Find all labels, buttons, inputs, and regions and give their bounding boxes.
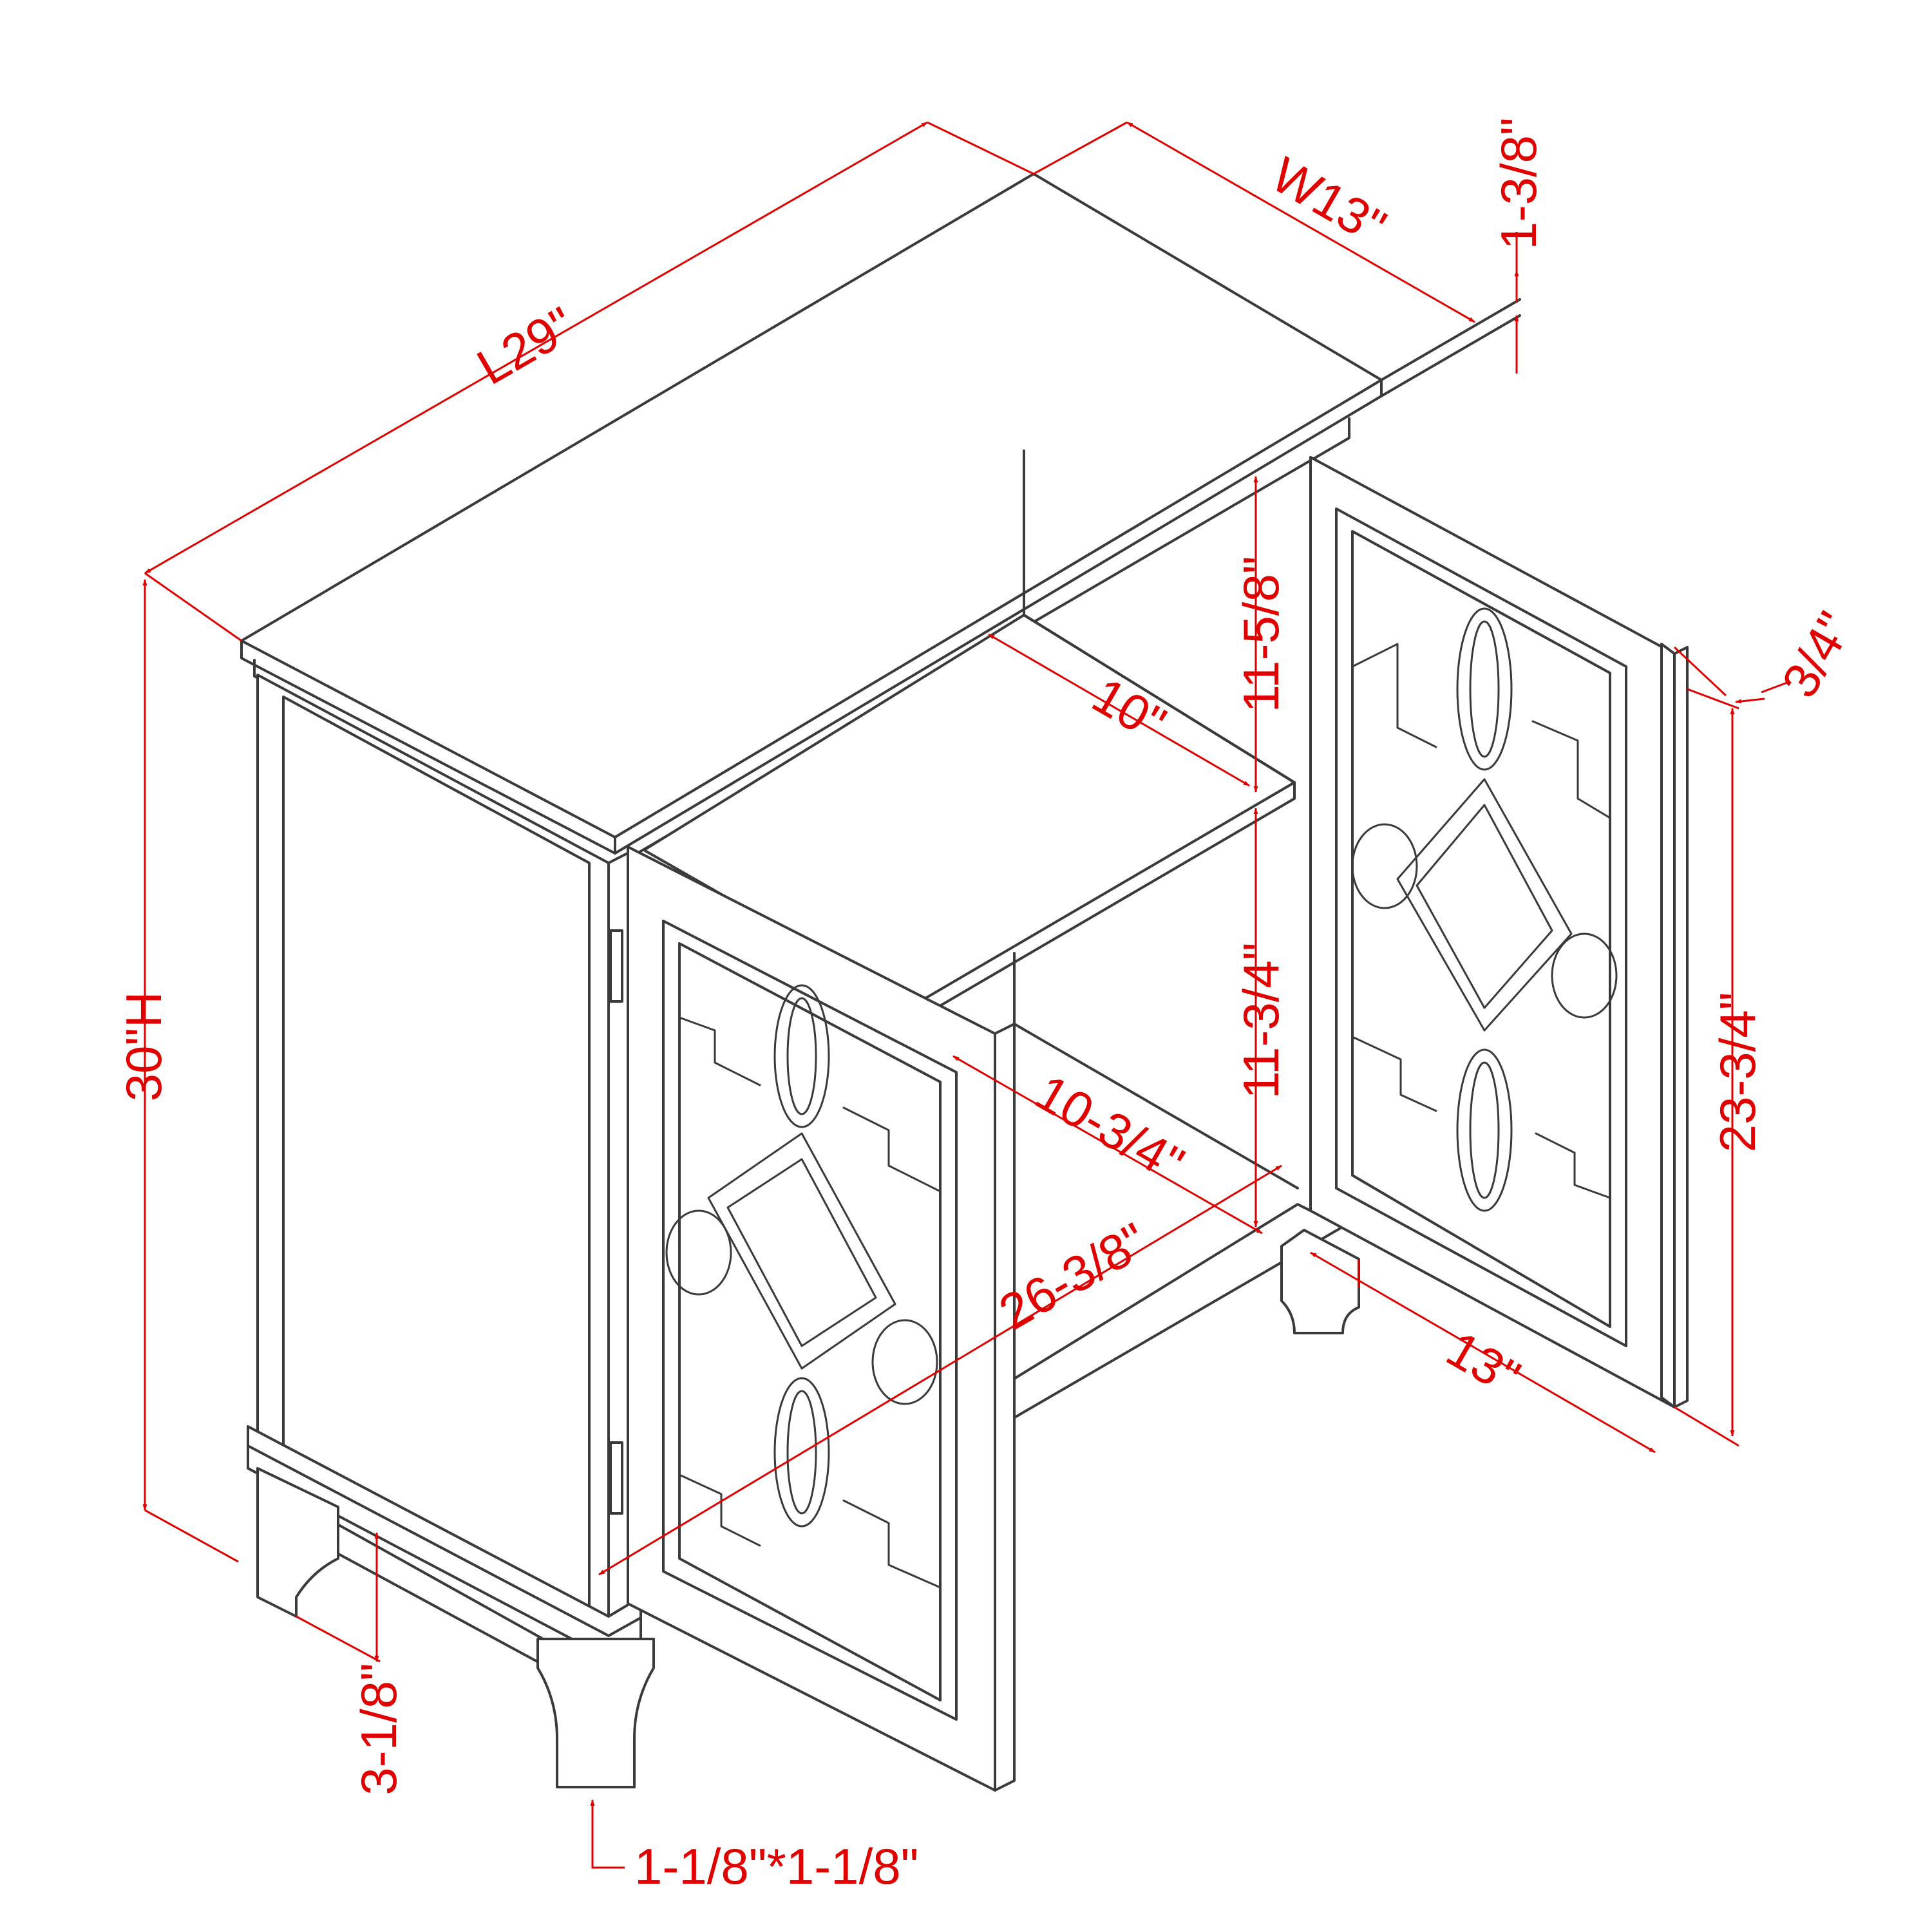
right-back-leg: [1280, 1229, 1360, 1334]
label-lower-opening: 11-3/4": [1233, 942, 1289, 1099]
dim-line-door-width: [1310, 1251, 1656, 1454]
label-leg-size: 1-1/8"*1-1/8": [634, 1838, 918, 1895]
cabinet-drawing: [240, 173, 1689, 1792]
label-length: L29": [468, 296, 584, 395]
dim-line-width-top: [1126, 121, 1475, 323]
label-leg-height: 3-1/8": [350, 1663, 407, 1795]
dimension-lines: [142, 121, 1788, 1869]
left-door: [627, 846, 1016, 1792]
hinge-lower: [609, 1441, 623, 1515]
right-door: [1309, 456, 1689, 1408]
dim-line-leg-size: [590, 1799, 625, 1869]
label-door-thickness: 3/4": [1770, 603, 1863, 707]
label-height: 30"H: [115, 992, 172, 1102]
dim-line-length: [144, 121, 928, 574]
label-upper-opening: 11-5/8": [1233, 556, 1289, 712]
label-interior-depth: 10-3/4": [1027, 1063, 1194, 1193]
label-door-height: 23-3/4": [1709, 992, 1766, 1153]
label-top-thickness: 1-3/8": [1490, 117, 1547, 249]
dim-line-interior-width: [598, 1164, 1282, 1576]
left-front-leg: [256, 1467, 339, 1618]
dim-line-shelf-depth: [988, 633, 1250, 787]
right-door-fretwork: [1351, 607, 1618, 1212]
dim-line-door-thickness: [1735, 697, 1765, 704]
front-leg: [536, 1638, 655, 1788]
hinge-upper: [609, 929, 623, 1003]
